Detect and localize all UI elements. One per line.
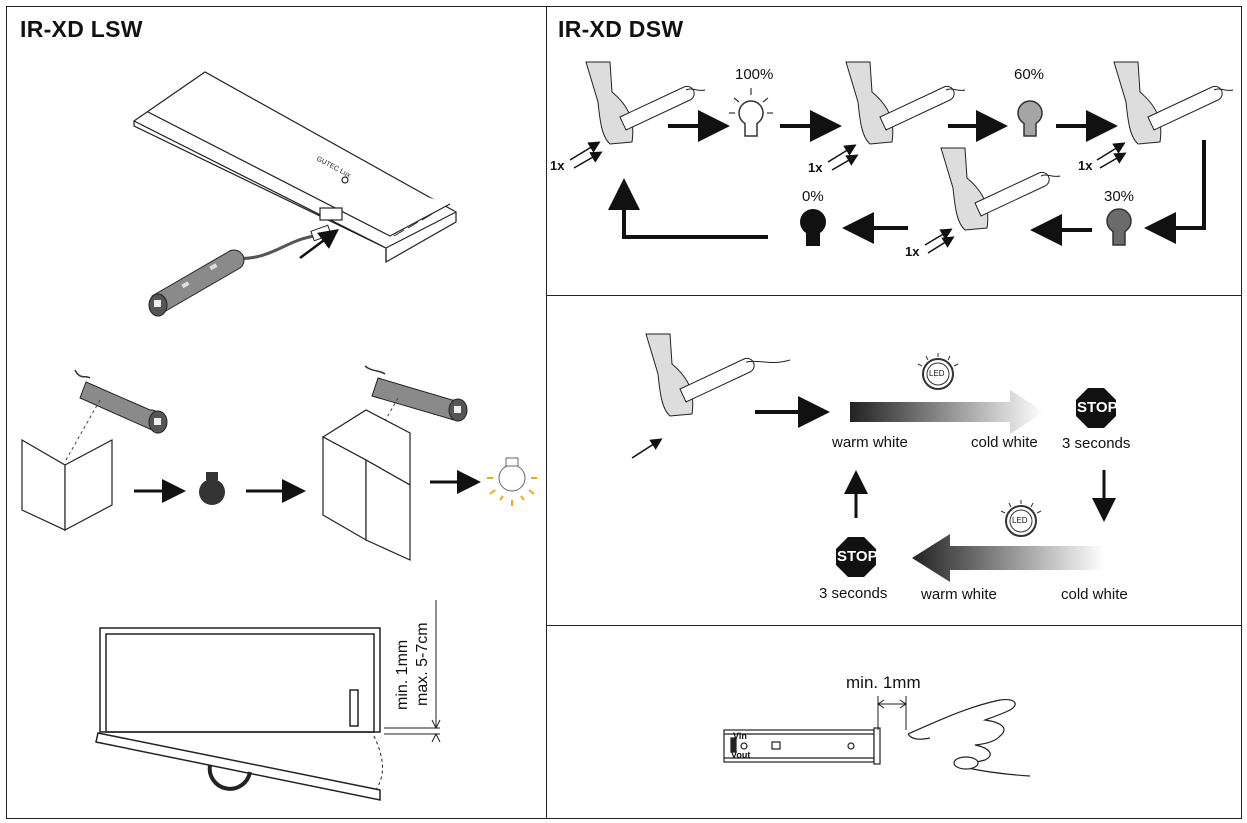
level-30: 30% [1104, 188, 1135, 205]
tap-count-2: 1x [808, 160, 823, 175]
stop-text-bottom: STOP [837, 548, 878, 565]
led-text-bottom: LED [1012, 516, 1028, 525]
bulb-60-icon [1017, 100, 1043, 137]
hand-sensor-color [645, 333, 791, 417]
top-three-seconds: 3 seconds [1062, 435, 1131, 452]
hand-sensor-3 [1113, 61, 1234, 145]
hold-arrow [631, 438, 663, 459]
dsw-title: IR-XD DSW [558, 16, 684, 42]
cabinet-open [321, 409, 411, 561]
bulb-on-icon [487, 457, 537, 506]
stop-sign-top [1076, 388, 1116, 428]
led-icon-bottom [1000, 500, 1042, 537]
top-warm-white: warm white [832, 434, 908, 451]
bulb-0-icon [800, 209, 826, 246]
level-100: 100% [735, 66, 774, 83]
bottom-cold-white: cold white [1061, 586, 1128, 603]
stop-text-top: STOP [1077, 399, 1118, 416]
tap-count-1: 1x [550, 158, 565, 173]
bulb-100-icon [729, 88, 773, 137]
vin-label: Vin [733, 731, 747, 741]
stop-sign-bottom [836, 537, 876, 577]
lsw-title: IR-XD LSW [20, 16, 143, 42]
finger-hand [907, 699, 1031, 777]
flow-arrows [608, 110, 1206, 246]
gradient-arrow-top [850, 390, 1044, 434]
bottom-warm-white: warm white [921, 586, 997, 603]
sensor-profile [723, 727, 881, 765]
bulb-30-icon [1106, 208, 1132, 246]
bottom-three-seconds: 3 seconds [819, 585, 888, 602]
led-icon-top [917, 353, 959, 390]
gradient-arrow-bottom [912, 534, 1104, 582]
led-text-top: LED [929, 369, 945, 378]
distance-dimension [877, 696, 907, 730]
top-cold-white: cold white [971, 434, 1038, 451]
hand-sensor-4 [940, 147, 1061, 231]
hand-sensor-1 [585, 61, 706, 145]
vout-label: Vout [731, 750, 751, 760]
driver-box [133, 71, 457, 264]
cabinet-side-view [95, 600, 441, 801]
tap-count-4: 1x [905, 244, 920, 259]
cabinet-corner [21, 438, 113, 531]
distance-label: min. 1mm [846, 673, 921, 692]
dsw-distance-panel [546, 625, 1242, 819]
tap-arrows [569, 141, 1127, 254]
level-0: 0% [802, 188, 824, 205]
level-60: 60% [1014, 66, 1045, 83]
ir-sensor [148, 249, 245, 317]
tap-count-3: 1x [1078, 158, 1093, 173]
hand-sensor-2 [845, 61, 966, 145]
bulb-off-icon [199, 472, 225, 505]
sensor-small-left [65, 369, 168, 461]
